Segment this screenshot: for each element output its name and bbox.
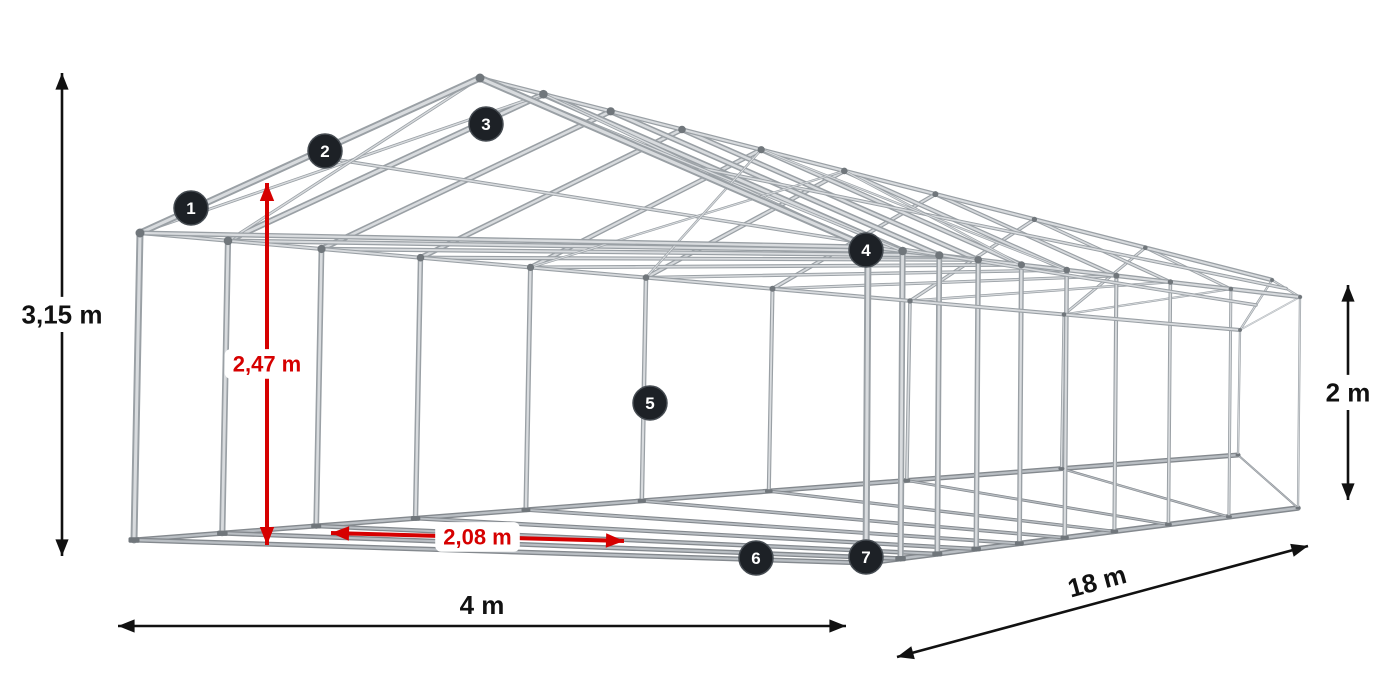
dimension-label: 3,15 m [22,300,103,330]
dimension-label: 2 m [1326,378,1371,408]
badge-circle [848,539,884,575]
badge-number: 6 [751,549,760,568]
badge-number: 3 [481,115,490,134]
dimension-label: 2,47 m [233,352,302,377]
part-badge-6: 6 [738,540,774,576]
dimension-side-height: 2 m [1319,285,1377,500]
badge-number: 1 [186,199,195,218]
badge-circle [848,232,884,268]
badge-number: 7 [861,548,870,567]
badge-number: 4 [861,241,871,260]
dimension-label: 4 m [460,590,505,620]
part-badge-4: 4 [848,232,884,268]
dimension-label: 2,08 m [443,525,512,550]
dimension-clearance-height: 2,47 m [224,183,310,545]
badge-circle [468,106,504,142]
badge-circle [173,190,209,226]
badge-number: 2 [320,142,329,161]
part-badge-7: 7 [848,539,884,575]
dimension-clearance-width: 2,08 m [330,522,625,552]
badge-circle [632,385,668,421]
part-badge-1: 1 [173,190,209,226]
badge-circle [307,133,343,169]
part-badge-3: 3 [468,106,504,142]
dimension-length: 18 m [896,543,1309,660]
badge-circle [738,540,774,576]
part-badge-2: 2 [307,133,343,169]
dimension-width: 4 m [118,590,846,633]
dimension-total-height: 3,15 m [13,73,111,556]
part-badge-5: 5 [632,385,668,421]
badge-number: 5 [645,394,654,413]
